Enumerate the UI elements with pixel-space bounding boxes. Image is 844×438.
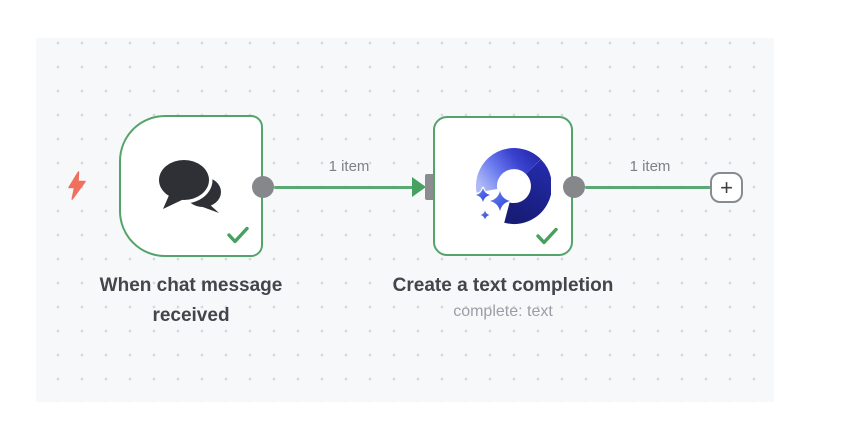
connection-items-label: 1 item [328, 158, 370, 175]
connection-line[interactable] [585, 186, 711, 189]
trigger-lightning-icon [68, 171, 86, 200]
success-check-icon [227, 226, 249, 244]
workflow-canvas[interactable]: 1 item [36, 38, 774, 402]
output-connector[interactable] [252, 176, 274, 198]
node-subtitle: complete: text [453, 303, 553, 320]
input-connector [425, 174, 435, 200]
connection-line[interactable] [274, 186, 414, 189]
output-connector[interactable] [563, 176, 585, 198]
add-node-button[interactable]: + [710, 172, 743, 203]
node-when-chat-message-received[interactable] [119, 115, 263, 257]
node-title-block: Create a text completion complete: text [363, 271, 643, 322]
connection-arrow-icon [412, 177, 426, 197]
node-title: Create a text completion [392, 275, 614, 296]
success-check-icon [536, 227, 558, 245]
node-title: When chat message received [99, 275, 283, 326]
connection-items-label: 1 item [629, 158, 671, 175]
ai-ring-sparkles-icon [474, 148, 551, 224]
node-create-text-completion[interactable] [433, 116, 573, 256]
chat-bubbles-icon [158, 159, 221, 213]
